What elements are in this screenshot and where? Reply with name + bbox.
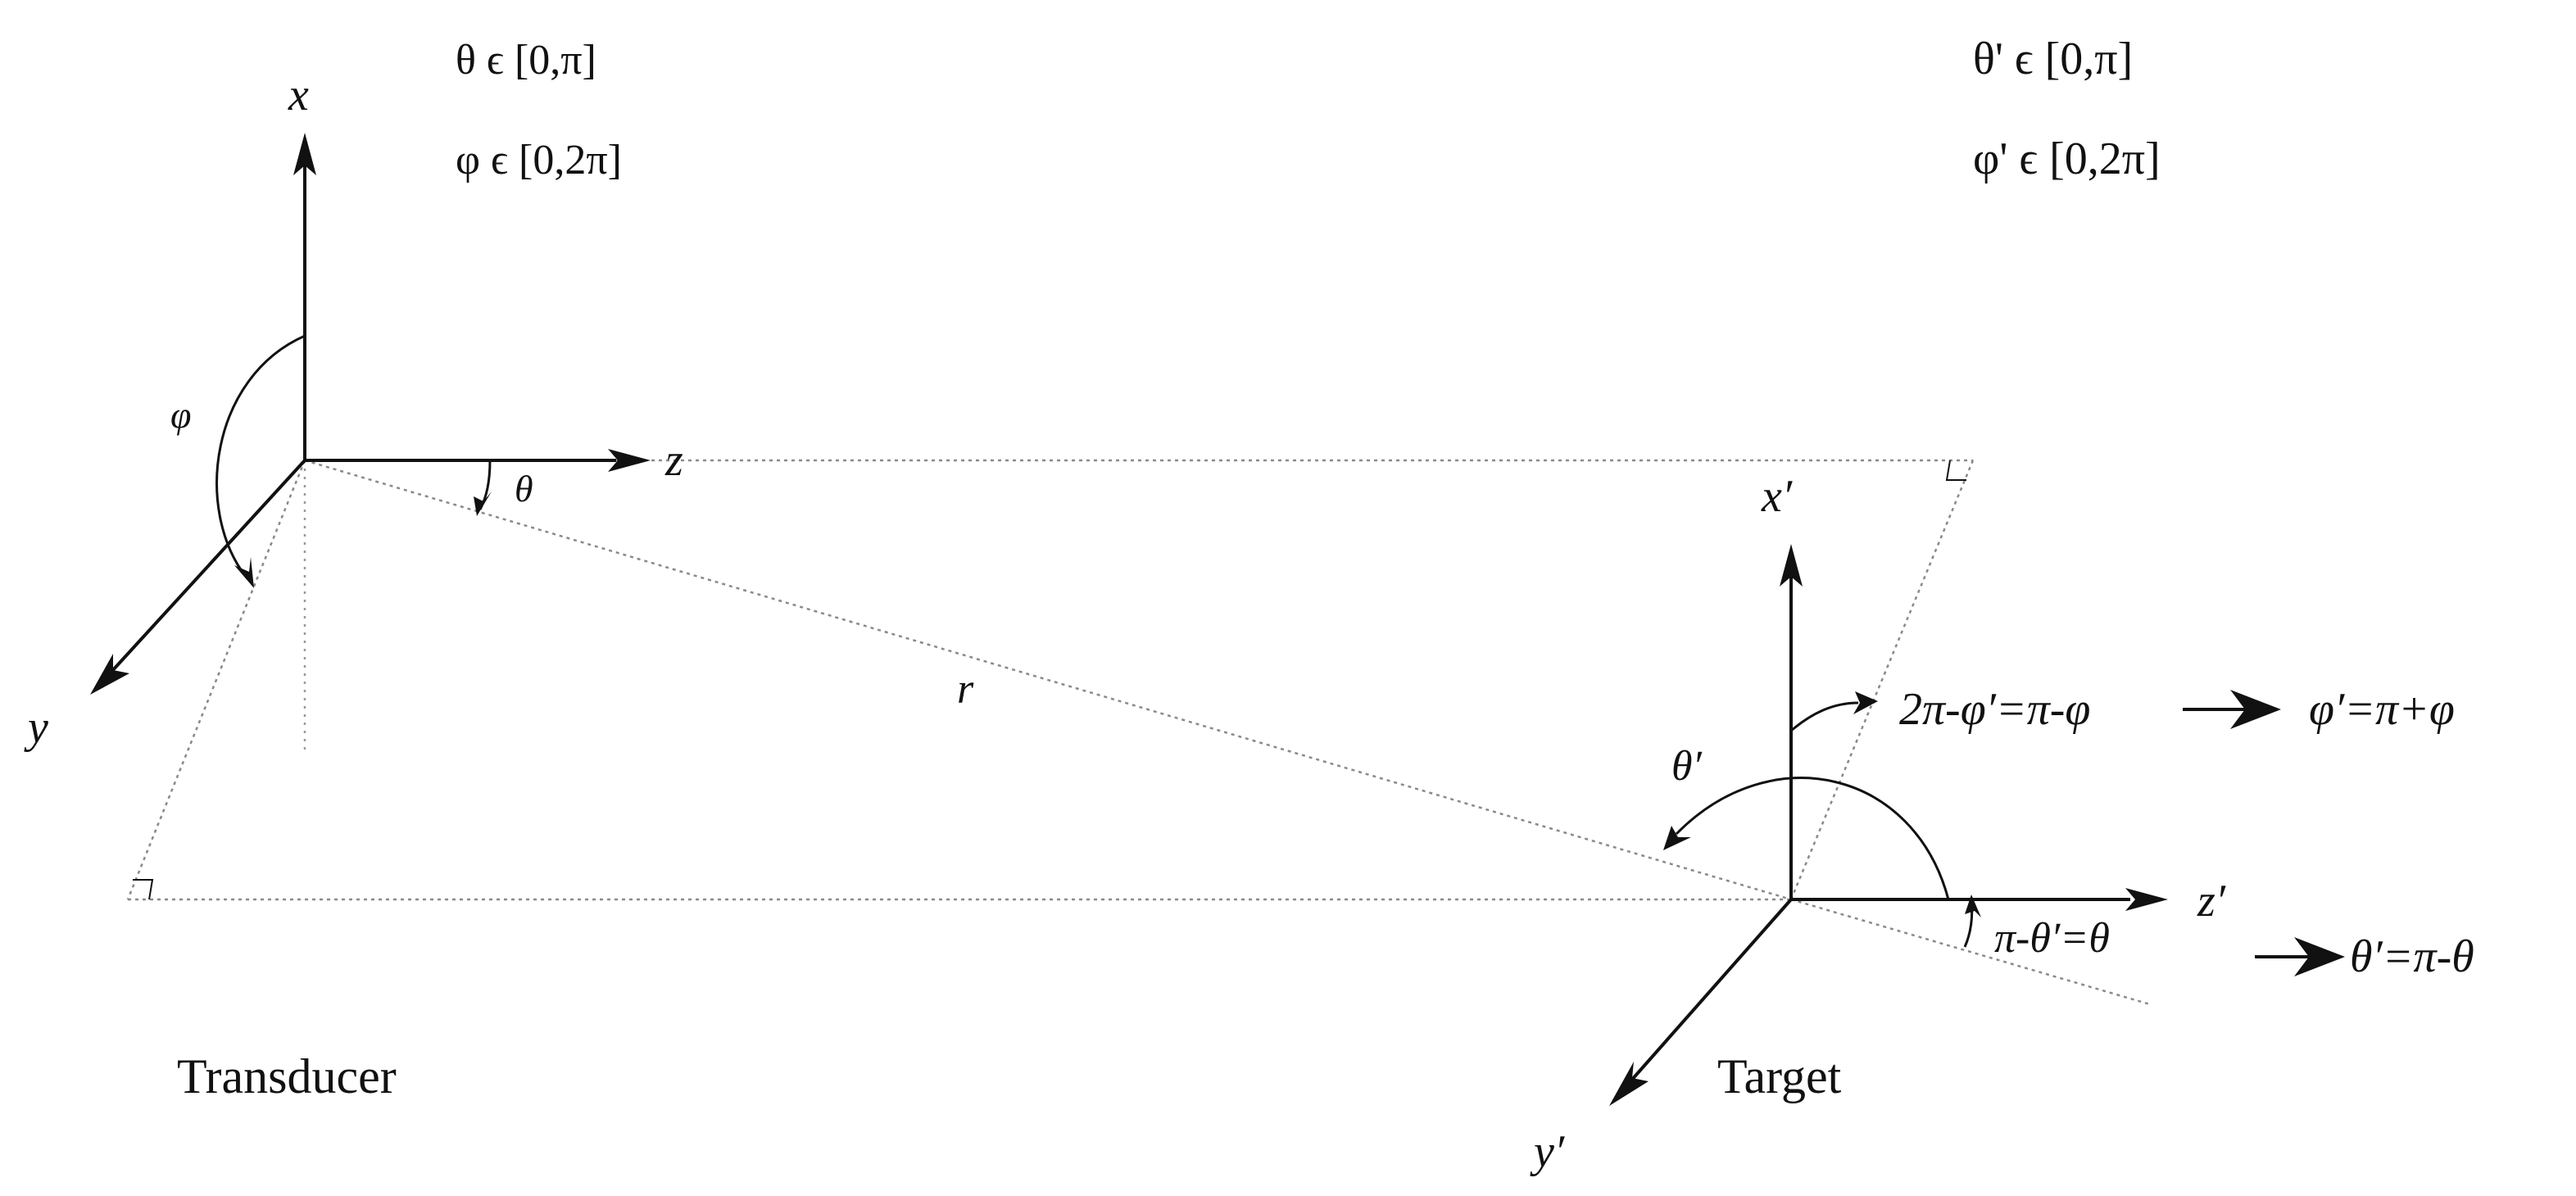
y-prime-axis	[1629, 898, 1793, 1083]
pi-minus-theta-prime-arrow-head-icon	[1965, 895, 1981, 917]
transducer-caption: Transducer	[177, 1049, 397, 1103]
right-angle-marker-top	[1945, 460, 1966, 481]
distance-line-r: r	[304, 459, 2151, 1006]
target-frame: x′ z′ y′ θ′ Target	[1530, 471, 2226, 1177]
theta-angle-label: θ	[515, 468, 533, 510]
right-angle-marker-bottom	[133, 879, 154, 900]
theta-prime-arrow-head-icon	[1663, 826, 1691, 850]
theta-result: θ′=π-θ	[2350, 931, 2474, 982]
phi-arrow-head-icon	[234, 557, 254, 588]
phi-result: φ′=π+φ	[2309, 684, 2455, 735]
x-arrow-head-icon	[293, 133, 316, 175]
y-axis	[110, 459, 306, 673]
y-axis-label: y	[24, 702, 48, 753]
angle-ranges: θ ϵ [0,π] φ ϵ [0,2π] θ' ϵ [0,π] φ' ϵ [0,…	[456, 34, 2161, 184]
z-prime-arrow-head-icon	[2125, 888, 2168, 911]
phi-relation: 2π-φ′=π-φ	[1899, 684, 2090, 735]
target-caption: Target	[1717, 1049, 1842, 1103]
z-prime-axis-label: z′	[2197, 876, 2226, 926]
r-label: r	[957, 666, 974, 713]
z-axis-label: z	[664, 435, 683, 486]
phi-result-arrow-icon	[2183, 690, 2281, 729]
phi-range: φ ϵ [0,2π]	[456, 137, 622, 183]
plane-left-edge	[126, 460, 306, 900]
plane-right-edge	[1789, 460, 1975, 900]
x-axis-label: x	[288, 70, 309, 120]
phi-prime-range: φ' ϵ [0,2π]	[1973, 134, 2161, 184]
theta-prime-range: θ' ϵ [0,π]	[1973, 34, 2133, 84]
r-extension	[1790, 898, 2151, 1006]
phi-prime-arc	[1790, 701, 1859, 732]
y-prime-axis-label: y′	[1530, 1126, 1565, 1177]
theta-relation: π-θ′=θ	[1994, 915, 2110, 962]
transducer-frame: x z y φ θ Transducer	[24, 70, 683, 1103]
theta-arrow-head-icon	[474, 492, 492, 516]
y-arrow-head-icon	[90, 654, 129, 695]
phi-arc	[215, 334, 306, 578]
phi-prime-arrow-head-icon	[1853, 691, 1878, 714]
x-prime-axis-label: x′	[1761, 471, 1793, 522]
reference-plane	[126, 459, 1975, 901]
phi-angle-label: φ	[170, 394, 191, 436]
z-arrow-head-icon	[608, 449, 651, 472]
theta-range: θ ϵ [0,π]	[456, 37, 596, 84]
angle-relations: 2π-φ′=π-φ φ′=π+φ π-θ′=θ θ′=π-θ	[1899, 684, 2474, 982]
theta-result-arrow-icon	[2255, 937, 2345, 976]
theta-prime-angle-label: θ′	[1671, 743, 1703, 790]
x-prime-arrow-head-icon	[1780, 544, 1803, 587]
theta-prime-arc	[1675, 777, 1950, 900]
y-prime-arrow-head-icon	[1609, 1062, 1649, 1106]
r-segment	[304, 459, 1792, 901]
